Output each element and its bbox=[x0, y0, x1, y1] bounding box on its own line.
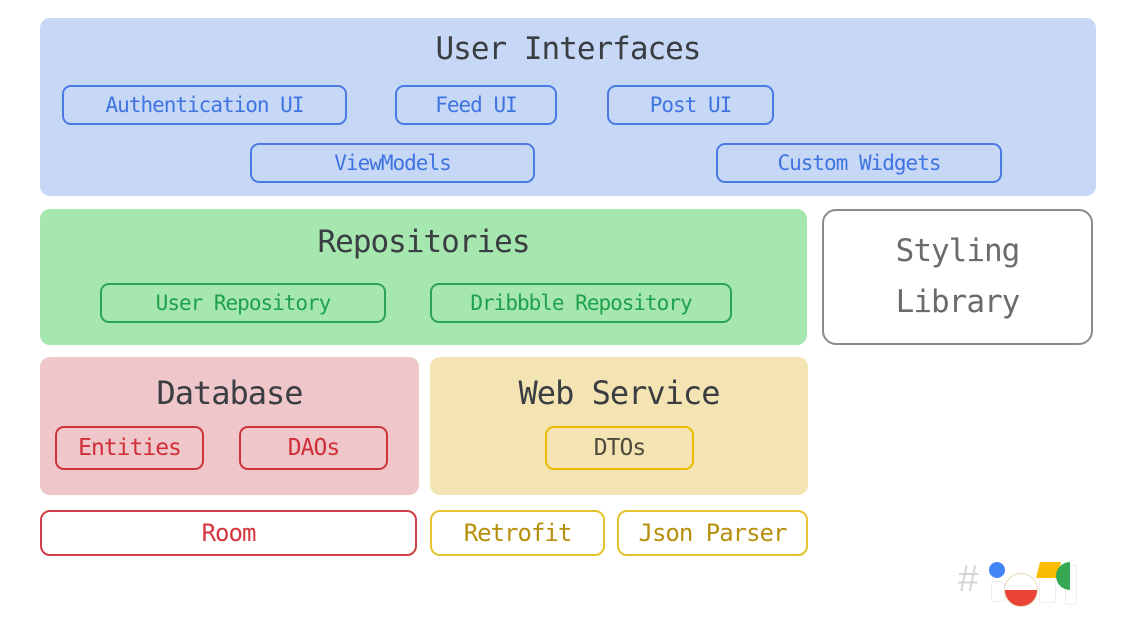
dribbble-repository-box: Dribbble Repository bbox=[430, 283, 732, 323]
google-io19-logo: # bbox=[958, 558, 1080, 608]
styling-library-box: Styling Library bbox=[822, 209, 1093, 345]
io-letter-i-stem-icon bbox=[991, 581, 1005, 602]
web-service-section: Web Service DTOs bbox=[430, 357, 808, 495]
post-ui-box: Post UI bbox=[607, 85, 774, 125]
database-section: Database Entities DAOs bbox=[40, 357, 419, 495]
json-parser-box: Json Parser bbox=[617, 510, 808, 556]
repositories-title: Repositories bbox=[317, 224, 531, 260]
web-service-title: Web Service bbox=[518, 374, 721, 412]
io-digit-9-bowl-icon bbox=[1056, 562, 1070, 590]
retrofit-box: Retrofit bbox=[430, 510, 605, 556]
authentication-ui-box: Authentication UI bbox=[62, 85, 347, 125]
repositories-section: Repositories User Repository Dribbble Re… bbox=[40, 209, 807, 345]
dtos-box: DTOs bbox=[545, 426, 694, 470]
user-interfaces-section: User Interfaces Authentication UI Feed U… bbox=[40, 18, 1096, 196]
room-box: Room bbox=[40, 510, 417, 556]
feed-ui-box: Feed UI bbox=[395, 85, 557, 125]
user-repository-box: User Repository bbox=[100, 283, 386, 323]
viewmodels-box: ViewModels bbox=[250, 143, 535, 183]
styling-library-line2: Library bbox=[895, 284, 1021, 320]
daos-box: DAOs bbox=[239, 426, 388, 470]
entities-box: Entities bbox=[55, 426, 204, 470]
io-letter-i-dot-icon bbox=[989, 562, 1005, 578]
user-interfaces-title: User Interfaces bbox=[435, 31, 702, 67]
io-letter-o-icon bbox=[1004, 573, 1038, 607]
custom-widgets-box: Custom Widgets bbox=[716, 143, 1002, 183]
io-digit-1-stem-icon bbox=[1039, 577, 1056, 603]
database-title: Database bbox=[156, 374, 303, 412]
hash-icon: # bbox=[958, 558, 979, 599]
styling-library-line1: Styling bbox=[895, 232, 1021, 269]
